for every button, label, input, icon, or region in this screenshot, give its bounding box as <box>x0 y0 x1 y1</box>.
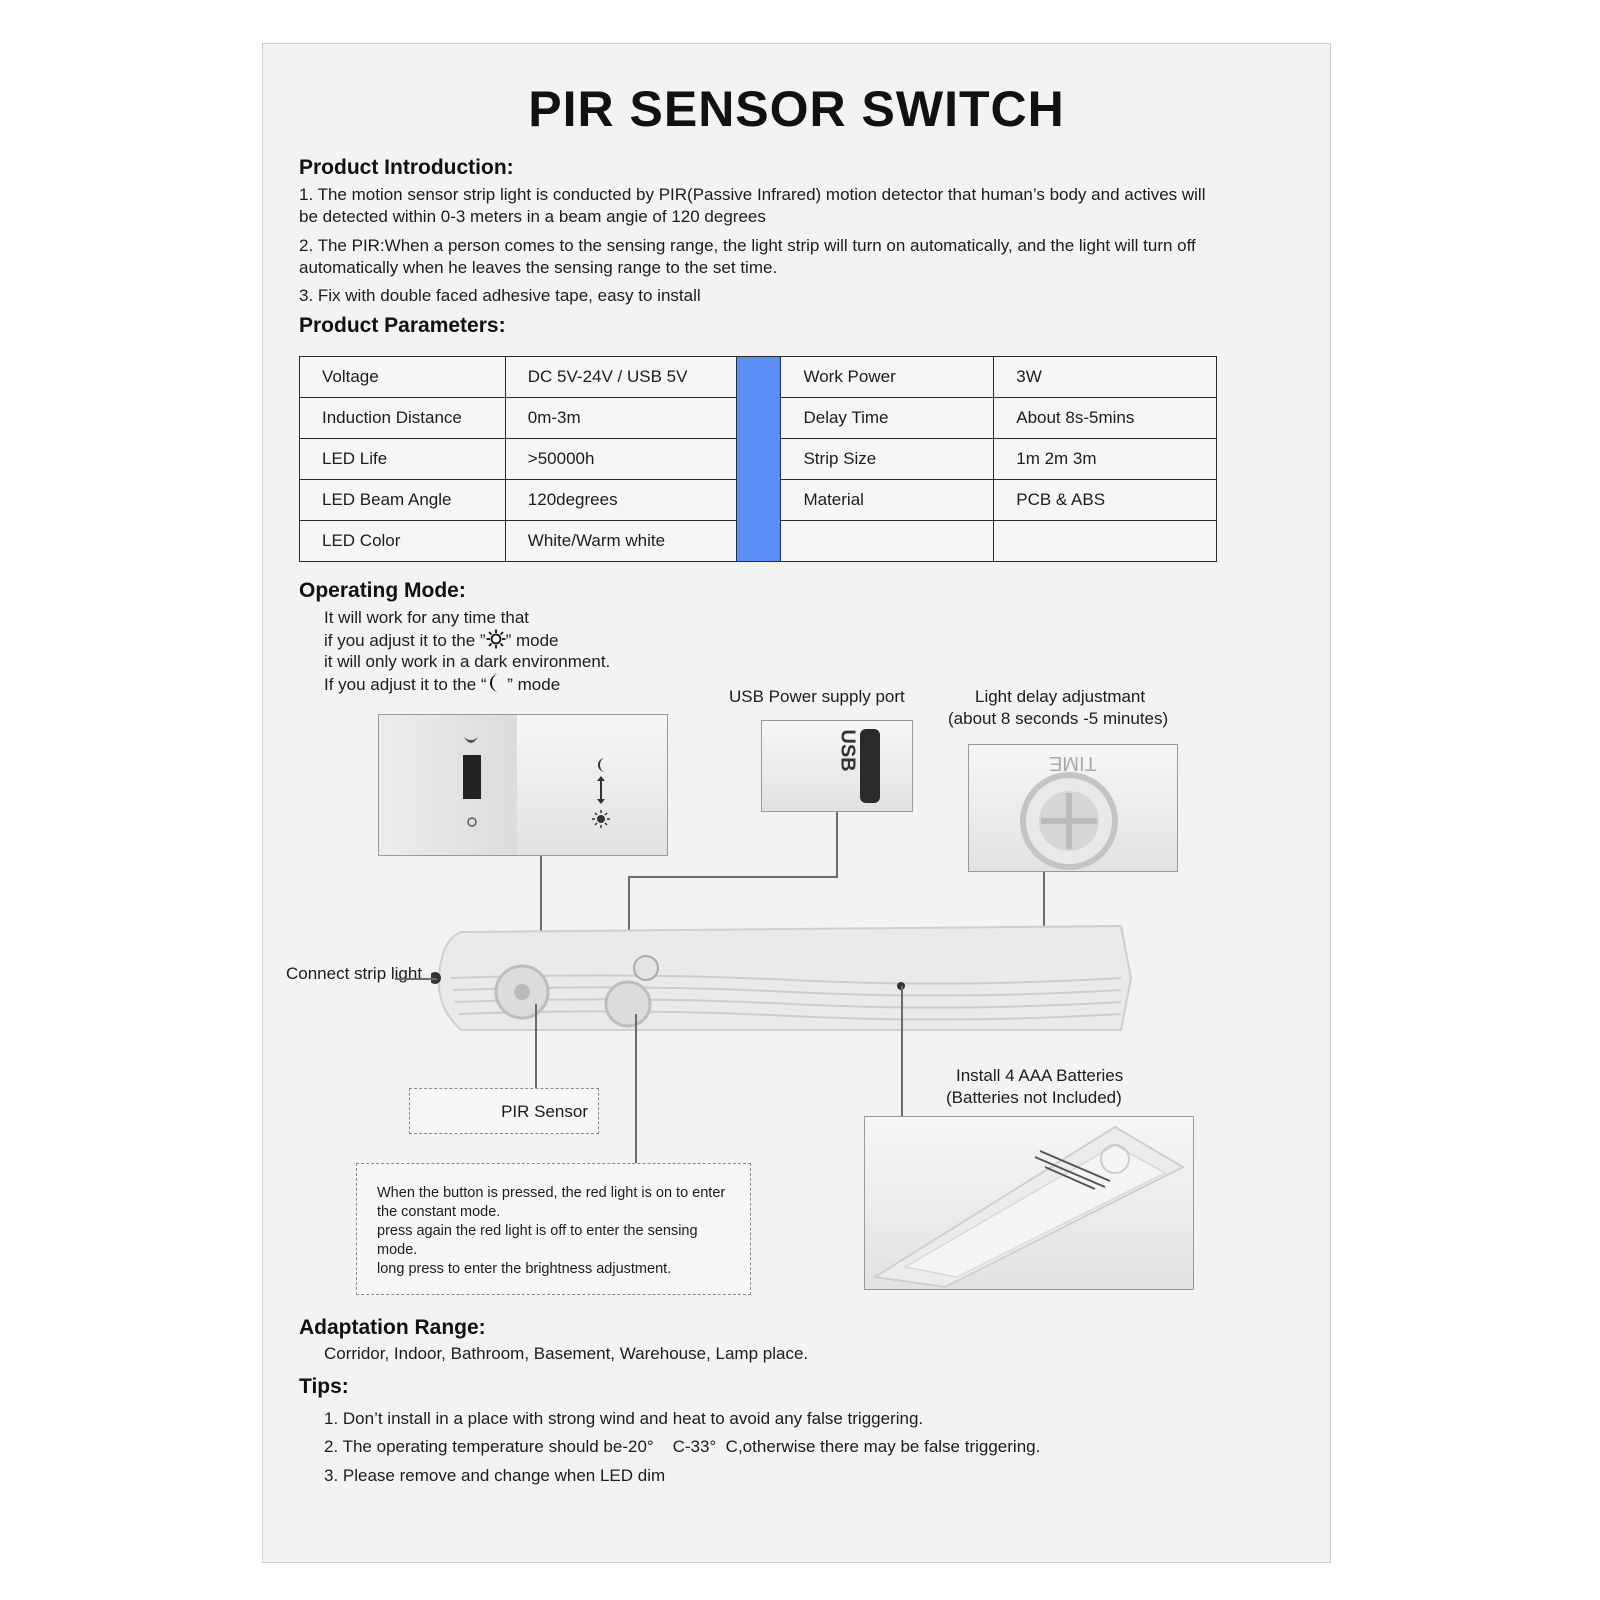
param-value <box>993 520 1217 562</box>
page-title: PIR SENSOR SWITCH <box>528 81 1065 137</box>
sun-icon <box>486 629 506 649</box>
leader-line <box>1043 872 1045 976</box>
switch-slider <box>463 755 481 799</box>
sun-icon <box>592 810 610 828</box>
operating-line-2: if you adjust it to the ”” mode <box>324 629 559 650</box>
button-info-line-3: press again the red light is off to ente… <box>377 1223 698 1239</box>
operating-line-3: it will only work in a dark environment. <box>324 652 611 671</box>
intro-line-4: automatically when he leaves the sensing… <box>299 258 778 277</box>
operating-heading: Operating Mode: <box>299 579 466 602</box>
pir-sensor-label: PIR Sensor <box>501 1102 588 1121</box>
operating-line-4: If you adjust it to the “ ” mode <box>324 674 561 694</box>
leader-line <box>635 1014 637 1164</box>
delay-label-line-1: Light delay adjustmant <box>975 687 1146 706</box>
intro-line-5: 3. Fix with double faced adhesive tape, … <box>299 286 701 305</box>
param-value: 120degrees <box>504 479 737 521</box>
usb-socket <box>860 729 880 803</box>
sensor-device-photo <box>431 924 1133 1031</box>
leader-line <box>628 876 630 942</box>
leader-line <box>628 876 838 878</box>
tip-item: 2. The operating temperature should be-2… <box>324 1437 1041 1456</box>
param-value: PCB & ABS <box>993 479 1217 521</box>
param-value: About 8s-5mins <box>993 397 1217 439</box>
button-info-line-5: long press to enter the brightness adjus… <box>377 1261 672 1277</box>
intro-heading: Product Introduction: <box>299 156 514 179</box>
moon-icon <box>598 758 605 772</box>
param-label: LED Life <box>299 438 506 480</box>
usb-print: USB <box>836 729 859 772</box>
intro-line-2: be detected within 0-3 meters in a beam … <box>299 207 766 226</box>
param-label: Induction Distance <box>299 397 506 439</box>
param-label: Voltage <box>299 356 506 398</box>
adaptation-text: Corridor, Indoor, Bathroom, Basement, Wa… <box>324 1344 809 1363</box>
leader-line <box>535 1004 537 1114</box>
moon-icon <box>464 737 478 743</box>
dial-knob <box>1020 772 1118 870</box>
adaptation-heading: Adaptation Range: <box>299 1316 486 1339</box>
param-value: >50000h <box>504 438 737 480</box>
table-row: LED Life >50000h Strip Size 1m 2m 3m <box>299 438 1217 480</box>
connect-strip-label: Connect strip light <box>286 964 423 983</box>
table-row: Voltage DC 5V-24V / USB 5V Work Power 3W <box>299 356 1217 562</box>
switch-panel <box>379 715 517 855</box>
table-row: LED Beam Angle 120degrees Material PCB &… <box>299 479 1217 521</box>
mode-switch-photo <box>378 714 668 856</box>
param-value: White/Warm white <box>504 520 737 562</box>
button-info-line-1: When the button is pressed, the red ligh… <box>377 1185 726 1201</box>
operating-line-1: It will work for any time that <box>324 608 530 627</box>
param-label: Delay Time <box>780 397 995 439</box>
leader-line <box>901 986 903 1116</box>
intro-line-3: 2. The PIR:When a person comes to the se… <box>299 236 1196 255</box>
sun-icon <box>467 817 477 827</box>
usb-port-photo: USB <box>761 720 913 812</box>
param-value: 0m-3m <box>504 397 737 439</box>
param-value: 3W <box>993 356 1217 398</box>
delay-dial-photo: TIME <box>968 744 1178 872</box>
pir-sensor-box: PIR Sensor <box>409 1088 599 1134</box>
param-value: 1m 2m 3m <box>993 438 1217 480</box>
leader-line <box>395 978 437 980</box>
moon-icon <box>489 674 499 692</box>
param-label: LED Beam Angle <box>299 479 506 521</box>
button-info-box: When the button is pressed, the red ligh… <box>356 1163 751 1295</box>
battery-label-line-1: Install 4 AAA Batteries <box>956 1066 1124 1085</box>
leader-line <box>836 812 838 876</box>
up-down-arrow-icon <box>597 776 605 804</box>
table-row: LED Color White/Warm white <box>299 520 1217 562</box>
spec-sheet: PIR SENSOR SWITCH Product Introduction: … <box>262 43 1331 1563</box>
leader-line <box>540 856 542 938</box>
table-divider-accent <box>735 356 782 562</box>
param-label <box>780 520 995 562</box>
tip-item: 3. Please remove and change when LED dim <box>324 1466 666 1485</box>
battery-compartment-image <box>872 1125 1186 1289</box>
battery-compartment-photo <box>864 1116 1194 1290</box>
param-label: Strip Size <box>780 438 995 480</box>
param-value: DC 5V-24V / USB 5V <box>504 356 737 398</box>
intro-line-1: 1. The motion sensor strip light is cond… <box>299 185 1206 204</box>
param-label: Work Power <box>780 356 995 398</box>
battery-label-line-2: (Batteries not Included) <box>946 1088 1122 1107</box>
delay-label-line-2: (about 8 seconds -5 minutes) <box>948 709 1169 728</box>
tips-heading: Tips: <box>299 1375 349 1398</box>
params-heading: Product Parameters: <box>299 314 506 337</box>
button-info-line-4: mode. <box>377 1242 418 1258</box>
table-row: Induction Distance 0m-3m Delay Time Abou… <box>299 397 1217 439</box>
tip-item: 1. Don’t install in a place with strong … <box>324 1409 924 1428</box>
param-label: Material <box>780 479 995 521</box>
param-label: LED Color <box>299 520 506 562</box>
button-info-line-2: the constant mode. <box>377 1204 501 1220</box>
params-table: Voltage DC 5V-24V / USB 5V Work Power 3W… <box>299 356 1217 562</box>
usb-port-label: USB Power supply port <box>729 687 905 706</box>
